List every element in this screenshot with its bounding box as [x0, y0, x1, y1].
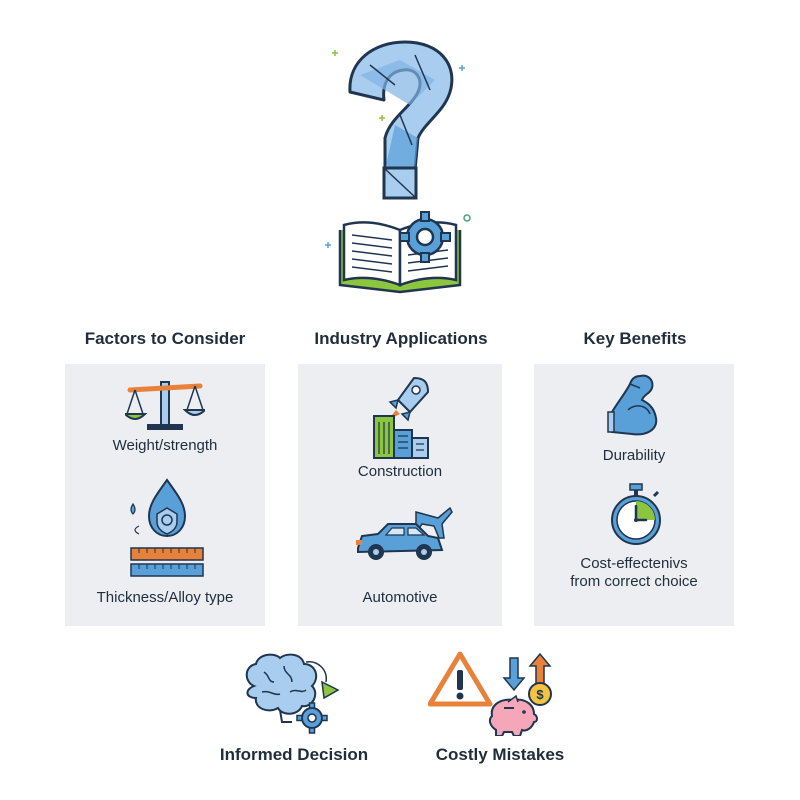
hero-question-book-icon — [325, 40, 471, 294]
balance-scale-icon — [125, 381, 205, 430]
column-title-benefits: Key Benefits — [583, 329, 687, 348]
benefit-durability-label: Durability — [602, 447, 666, 464]
warning-piggybank-icon: $ — [428, 651, 552, 736]
application-automotive-label: Automotive — [362, 589, 438, 606]
factor-thickness-label: Thickness/Alloy type — [96, 589, 234, 606]
rocket-building-icon — [373, 376, 430, 459]
flexed-arm-icon — [607, 374, 658, 436]
brain-gear-icon — [245, 653, 340, 734]
car-plane-icon — [356, 506, 453, 560]
stopwatch-icon — [611, 483, 661, 545]
factor-weight-label: Weight/strength — [112, 437, 218, 454]
informed-decision-label: Informed Decision — [219, 745, 369, 764]
factors-panel: Weight/strength Thickness/Alloy type — [65, 364, 265, 626]
column-title-factors: Factors to Consider — [84, 329, 246, 348]
benefit-cost-label-line2: from correct choice — [570, 573, 698, 590]
applications-panel: Construction Automotive — [298, 364, 502, 626]
column-title-applications: Industry Applications — [314, 329, 488, 348]
svg-text:$: $ — [536, 687, 544, 702]
benefits-panel: Durability Cost-effectenivs from correct… — [534, 364, 734, 626]
benefit-cost-label-line1: Cost-effectenivs — [580, 555, 688, 572]
application-construction-label: Construction — [357, 463, 443, 480]
costly-mistakes-label: Costly Mistakes — [435, 745, 565, 764]
shield-drop-ruler-icon — [130, 478, 204, 577]
